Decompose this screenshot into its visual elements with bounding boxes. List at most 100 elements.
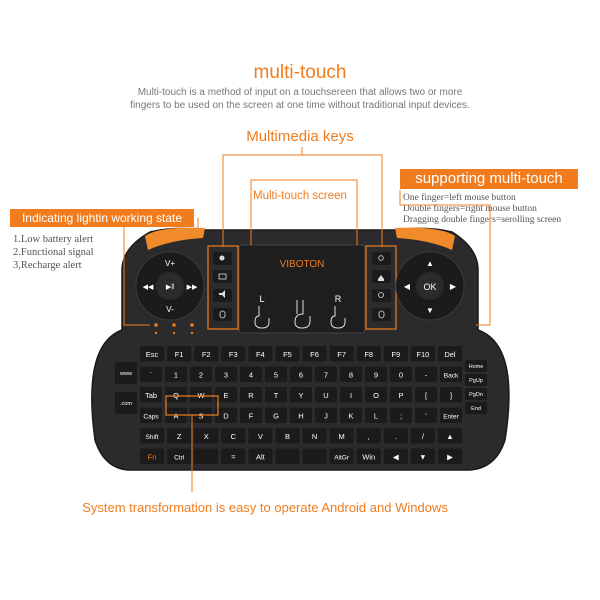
key[interactable] (340, 366, 362, 383)
key[interactable] (365, 387, 387, 403)
key[interactable] (265, 407, 287, 424)
key[interactable] (390, 387, 412, 403)
key-label: ▲ (446, 432, 453, 441)
indicator-item: 2.Functional signal (13, 247, 94, 258)
key[interactable] (248, 428, 273, 444)
key[interactable] (215, 366, 237, 383)
page-title: multi-touch (253, 62, 347, 83)
key[interactable] (165, 366, 187, 383)
key[interactable] (356, 428, 381, 444)
key[interactable] (167, 448, 192, 465)
key[interactable] (140, 366, 162, 383)
side-key[interactable] (115, 392, 137, 414)
hand-icon (294, 300, 311, 329)
key[interactable] (383, 428, 408, 444)
media-key[interactable] (372, 252, 391, 265)
key[interactable] (356, 346, 381, 362)
key[interactable] (275, 346, 300, 362)
key[interactable] (140, 387, 162, 403)
key[interactable] (190, 366, 212, 383)
side-key[interactable] (465, 402, 487, 414)
key[interactable] (248, 448, 273, 465)
key[interactable] (221, 428, 246, 444)
key[interactable] (275, 428, 300, 444)
key-label: D (223, 411, 229, 420)
key[interactable] (410, 448, 435, 465)
key[interactable] (365, 407, 387, 424)
key[interactable] (440, 366, 462, 383)
key[interactable] (167, 428, 192, 444)
key[interactable] (383, 448, 408, 465)
key[interactable] (290, 387, 312, 403)
key[interactable] (329, 346, 354, 362)
key[interactable] (290, 366, 312, 383)
key[interactable] (302, 346, 327, 362)
key[interactable] (275, 448, 300, 465)
key[interactable] (329, 448, 354, 465)
side-key[interactable] (465, 388, 487, 400)
key[interactable] (415, 407, 437, 424)
key[interactable] (140, 448, 165, 465)
key[interactable] (390, 366, 412, 383)
key[interactable] (221, 448, 246, 465)
key-label: 1 (174, 370, 178, 379)
key[interactable] (437, 428, 462, 444)
side-key[interactable] (465, 360, 487, 372)
key[interactable] (265, 387, 287, 403)
key[interactable] (194, 428, 219, 444)
key[interactable] (340, 407, 362, 424)
key[interactable] (302, 428, 327, 444)
key[interactable] (140, 428, 165, 444)
key[interactable] (440, 387, 462, 403)
key-label: N (312, 432, 317, 441)
key[interactable] (410, 428, 435, 444)
key-label: 7 (324, 370, 328, 379)
key[interactable] (315, 387, 337, 403)
key[interactable] (215, 407, 237, 424)
side-key[interactable] (465, 374, 487, 386)
key[interactable] (440, 407, 462, 424)
key-label: 9 (374, 370, 378, 379)
media-key[interactable] (372, 308, 391, 321)
media-key[interactable] (372, 289, 391, 302)
key[interactable] (340, 387, 362, 403)
key[interactable] (240, 407, 262, 424)
key[interactable] (437, 448, 462, 465)
key[interactable] (383, 346, 408, 362)
key[interactable] (365, 366, 387, 383)
key[interactable] (390, 407, 412, 424)
key[interactable] (329, 428, 354, 444)
key[interactable] (190, 387, 212, 403)
key[interactable] (248, 346, 273, 362)
key-label: P (398, 391, 403, 400)
key[interactable] (215, 387, 237, 403)
key[interactable] (165, 387, 187, 403)
key[interactable] (140, 346, 165, 362)
key[interactable] (194, 346, 219, 362)
key[interactable] (265, 366, 287, 383)
key[interactable] (415, 366, 437, 383)
media-key[interactable] (213, 308, 232, 321)
key[interactable] (240, 387, 262, 403)
key[interactable] (221, 346, 246, 362)
key[interactable] (290, 407, 312, 424)
key-label: - (425, 370, 428, 379)
key[interactable] (415, 387, 437, 403)
key[interactable] (410, 346, 435, 362)
gesture-line: Double fingers=right mouse button (403, 204, 537, 214)
key-label: S (198, 411, 203, 420)
key[interactable] (194, 448, 219, 465)
key[interactable] (302, 448, 327, 465)
media-key[interactable] (213, 270, 232, 283)
side-key[interactable] (115, 362, 137, 384)
touchpad[interactable] (238, 244, 366, 334)
ok-button[interactable] (416, 272, 444, 300)
key[interactable] (315, 407, 337, 424)
led-dot (172, 331, 176, 335)
key[interactable] (240, 366, 262, 383)
key[interactable] (356, 448, 381, 465)
key[interactable] (167, 346, 192, 362)
key[interactable] (437, 346, 462, 362)
key[interactable] (140, 407, 162, 424)
key[interactable] (315, 366, 337, 383)
